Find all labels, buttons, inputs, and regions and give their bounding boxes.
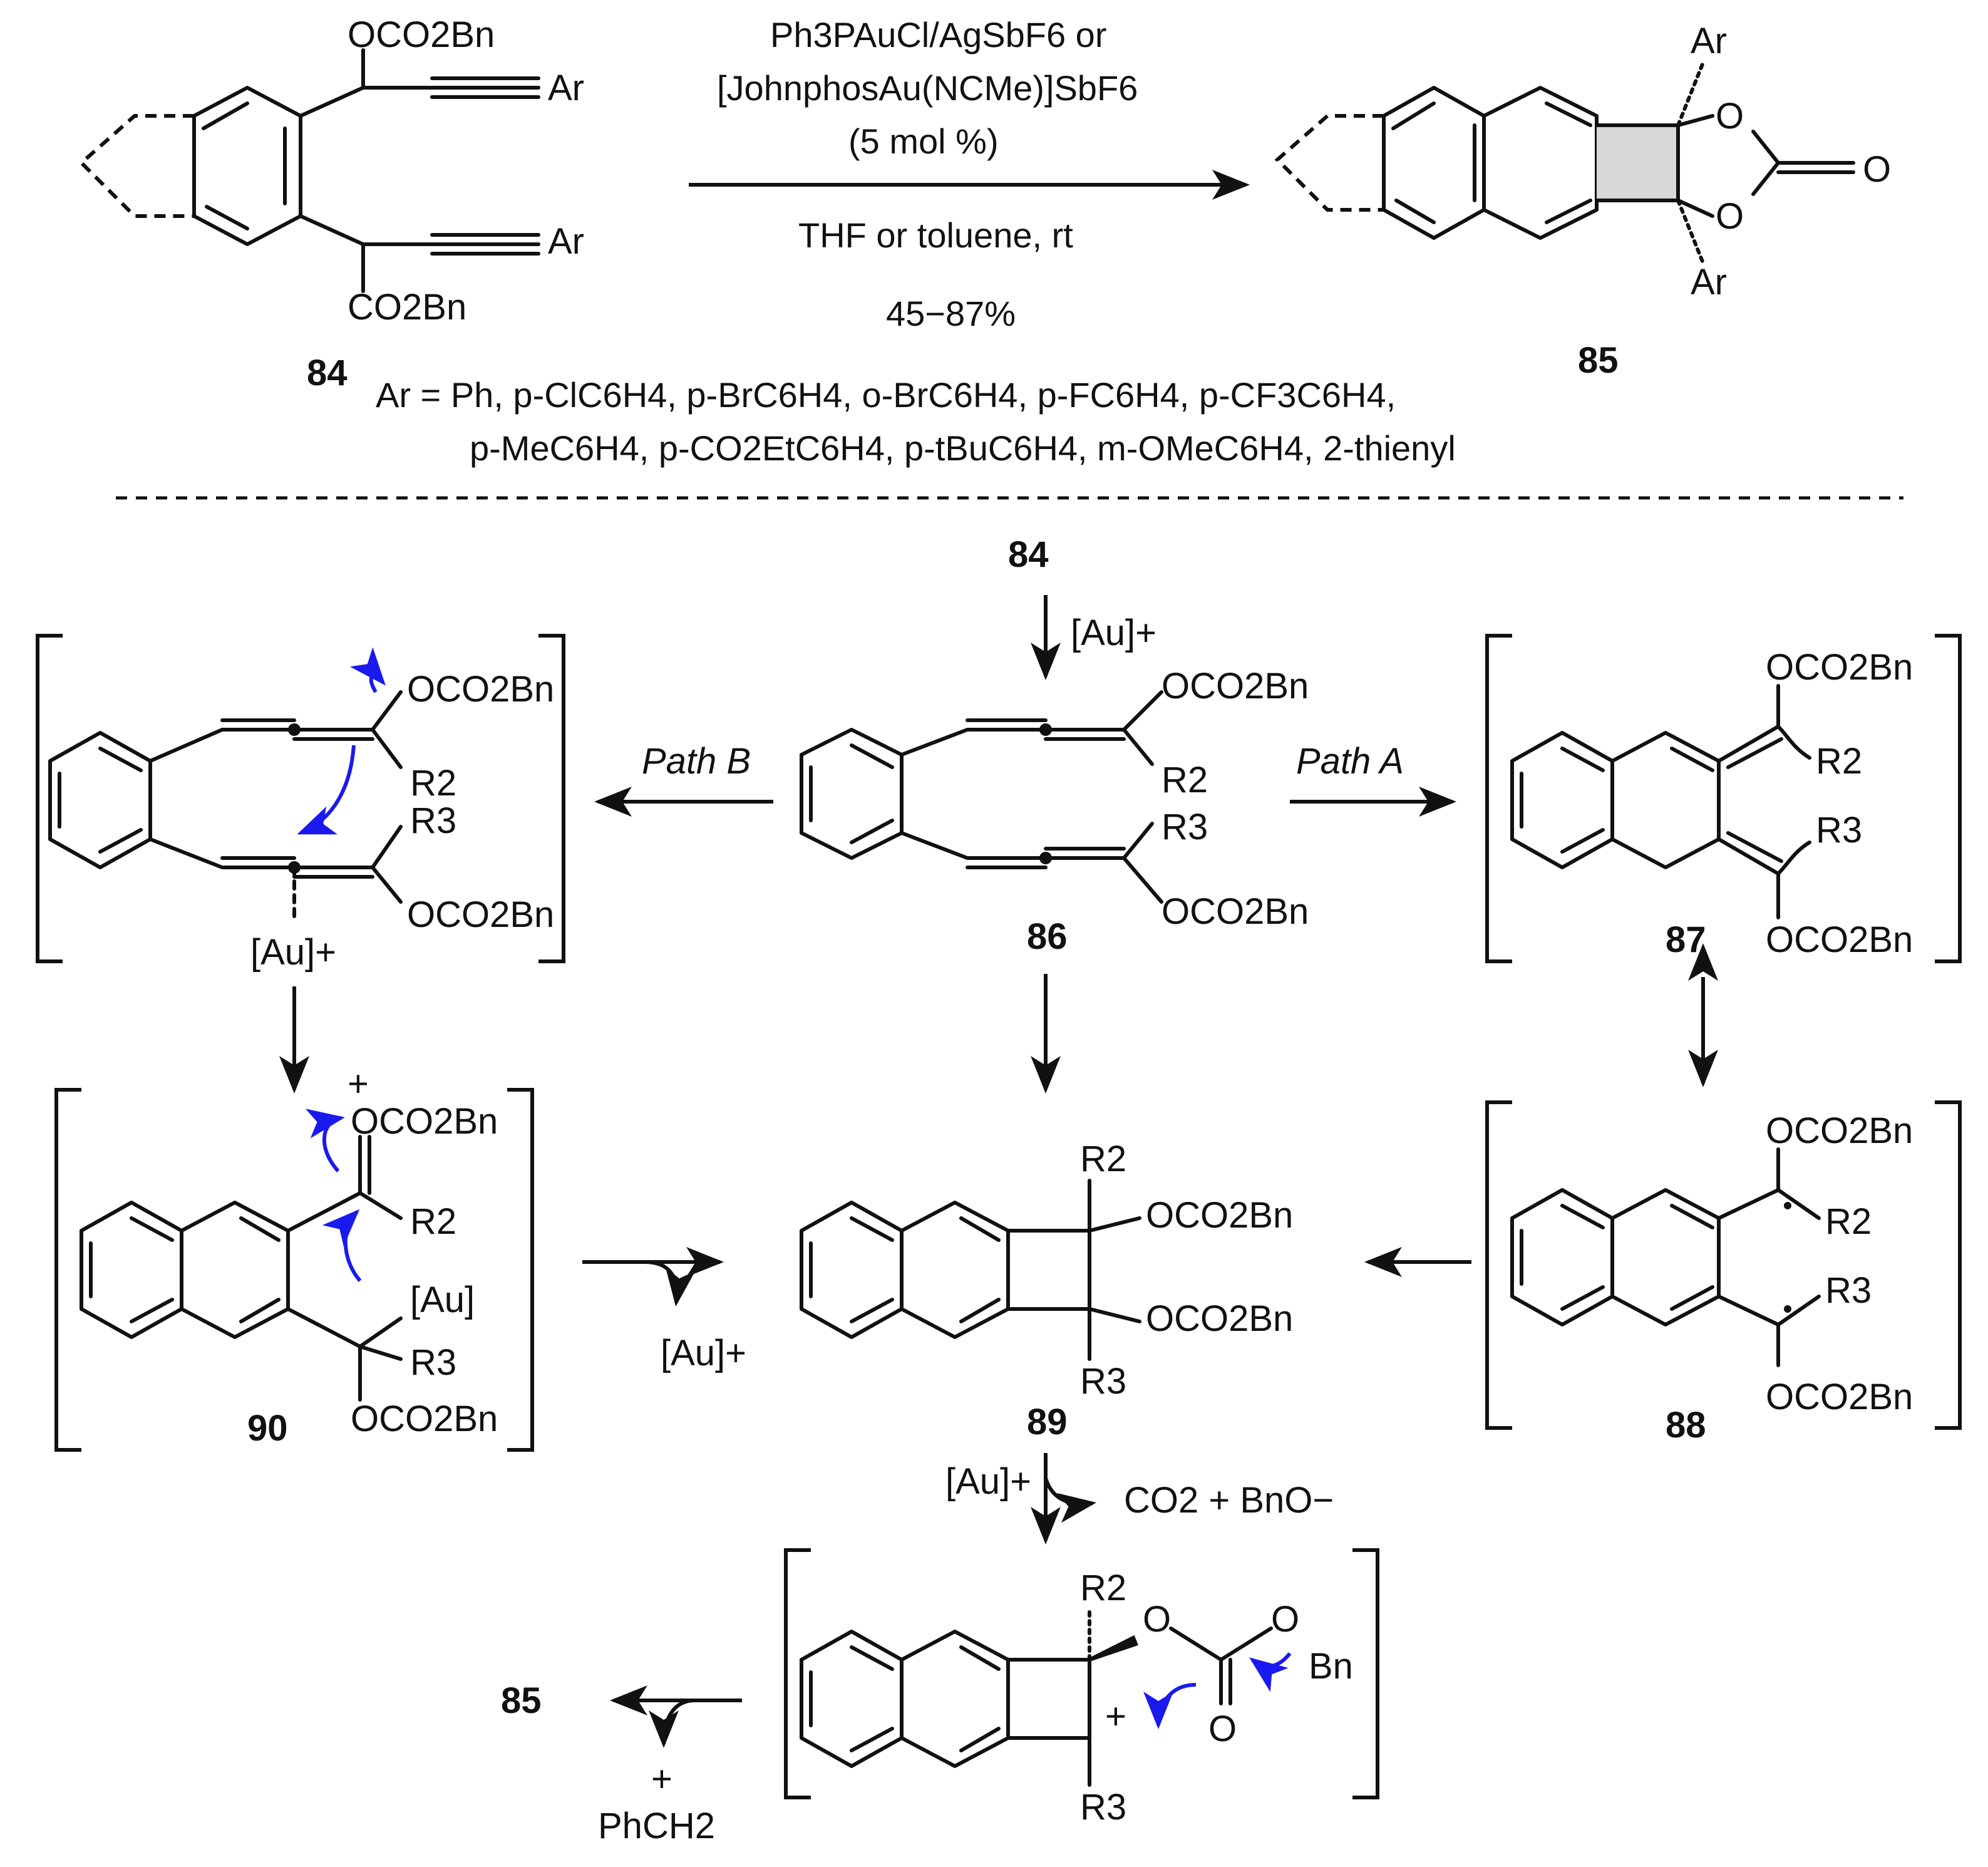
oco2bn-label: OCO2Bn: [1766, 1377, 1913, 1417]
oco2bn-label: OCO2Bn: [351, 1399, 498, 1439]
oco2bn-label: OCO2Bn: [407, 894, 554, 935]
compound-88-structure: [1485, 1100, 1962, 1430]
gold-label: [Au]: [410, 1280, 475, 1320]
path-b-label: Path B: [642, 741, 751, 782]
compound-89-structure: [800, 1179, 1141, 1361]
r2-label: R2: [1080, 1139, 1126, 1179]
compound-87-label: 87: [1666, 919, 1706, 960]
r3-label: R3: [1161, 807, 1208, 847]
cation-charge: +: [1105, 1696, 1126, 1737]
r3-label: R3: [410, 800, 456, 841]
compound-85-label: 85: [501, 1680, 542, 1721]
r2-label: R2: [410, 1201, 456, 1242]
compound-85-structure: [1274, 61, 1855, 265]
oxygen-label: O: [1716, 196, 1744, 237]
byproducts-label: CO2 + BnO−: [1124, 1480, 1334, 1521]
oxygen-label: O: [1271, 1599, 1299, 1640]
r3-label: R3: [1080, 1361, 1126, 1402]
r2-label: R2: [1080, 1568, 1126, 1608]
r2-label: R2: [1825, 1201, 1872, 1242]
compound-88-label: 88: [1666, 1405, 1706, 1446]
oco2bn-label: OCO2Bn: [407, 669, 554, 710]
compound-86-structure: [800, 690, 1163, 904]
r3-label: R3: [1080, 1787, 1126, 1828]
benzyl-cation-label: PhCH2: [598, 1806, 715, 1846]
cyclobutenyl-cation-structure: [784, 1548, 1379, 1799]
oco2bn-label: OCO2Bn: [1766, 1110, 1913, 1151]
compound-90-structure: [54, 1088, 534, 1452]
oco2bn-label: OCO2Bn: [1766, 647, 1913, 688]
compound-90-label: 90: [247, 1408, 288, 1449]
gold-catalyst-label: [Au]+: [661, 1333, 746, 1373]
compound-84-label: 84: [1008, 534, 1049, 575]
substrate-scope-line1: Ar = Ph, p-ClC6H4, p-BrC6H4, o-BrC6H4, p…: [376, 375, 1396, 415]
oco2bn-label: OCO2Bn: [1161, 891, 1309, 932]
gold-catalyst-label: [Au]+: [250, 932, 336, 973]
catalyst-release-arrow: [644, 1260, 696, 1306]
r3-label: R3: [1816, 810, 1862, 851]
ar-label: Ar: [1691, 21, 1727, 61]
cation-charge: +: [348, 1063, 369, 1104]
oco2bn-label: OCO2Bn: [1766, 919, 1913, 960]
co2bn-label: CO2Bn: [348, 287, 466, 328]
gold-catalyst-label: [Au]+: [945, 1461, 1031, 1502]
r3-label: R3: [410, 1342, 456, 1383]
benzyl-cation-release-arrow: [649, 1699, 696, 1748]
oxygen-label: O: [1716, 96, 1744, 137]
compound-87-structure: [1485, 634, 1962, 963]
oxygen-label: O: [1143, 1599, 1171, 1640]
oco2bn-label: OCO2Bn: [1161, 666, 1309, 706]
catalyst-loading: (5 mol %): [848, 122, 999, 161]
r3-label: R3: [1825, 1270, 1872, 1311]
compound-85-label: 85: [1578, 340, 1619, 381]
cation-charge: +: [651, 1759, 672, 1799]
r2-label: R2: [1816, 741, 1862, 782]
ar-label: Ar: [1691, 262, 1727, 303]
r2-label: R2: [1161, 760, 1208, 800]
reagents-line1: Ph3PAuCl/AgSbF6 or: [770, 15, 1106, 54]
oxygen-label: O: [1863, 149, 1891, 190]
oco2bn-label: OCO2Bn: [351, 1101, 498, 1142]
compound-89-label: 89: [1027, 1402, 1068, 1442]
oco2bn-label: OCO2Bn: [348, 14, 495, 55]
yield-range: 45−87%: [886, 294, 1016, 333]
compound-86-label: 86: [1027, 916, 1068, 957]
substrate-scope-line2: p-MeC6H4, p-CO2EtC6H4, p-tBuC6H4, m-OMeC…: [470, 428, 1456, 468]
oco2bn-label: OCO2Bn: [1146, 1195, 1293, 1236]
compound-84-label: 84: [307, 353, 348, 393]
oxygen-label: O: [1208, 1709, 1237, 1749]
path-a-label: Path A: [1296, 741, 1404, 782]
compound-84-structure: [78, 48, 540, 293]
reagents-line2: [JohnphosAu(NCMe)]SbF6: [717, 68, 1138, 108]
ar-label: Ar: [548, 68, 584, 108]
path-b-intermediate-structure: [36, 634, 565, 963]
gold-catalyst-label: [Au]+: [1071, 613, 1156, 653]
byproduct-release-arrow: [1044, 1477, 1096, 1523]
benzyl-label: Bn: [1309, 1646, 1353, 1687]
ar-label: Ar: [548, 221, 584, 262]
solvent-conditions: THF or toluene, rt: [798, 215, 1073, 255]
oco2bn-label: OCO2Bn: [1146, 1298, 1293, 1339]
r2-label: R2: [410, 763, 456, 804]
